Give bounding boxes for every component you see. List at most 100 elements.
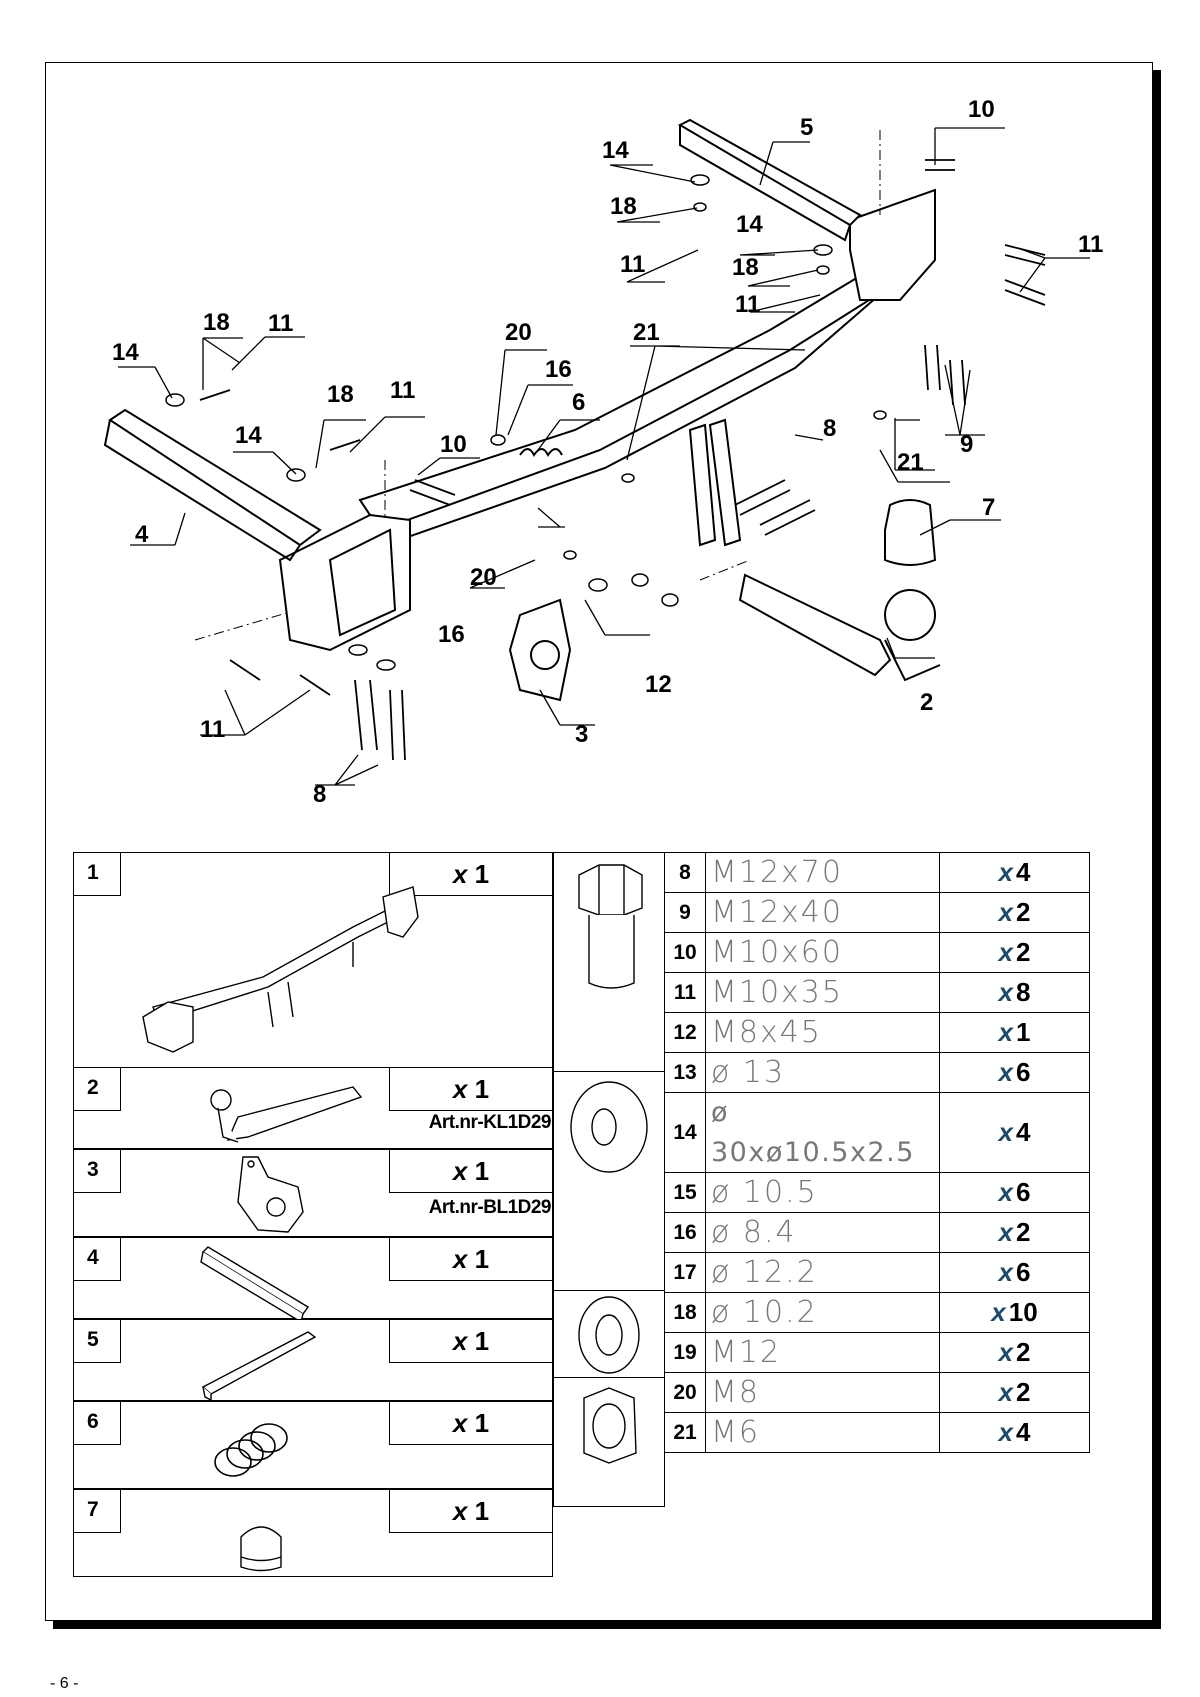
ball-neck-icon bbox=[210, 1086, 363, 1143]
part-number: 1 bbox=[73, 852, 121, 896]
callout-21: 21 bbox=[633, 319, 660, 346]
specification-text: M6 bbox=[711, 1415, 760, 1450]
side-bar-right-icon bbox=[201, 1331, 317, 1402]
part-number: 2 bbox=[73, 1067, 121, 1111]
callout-18: 18 bbox=[203, 309, 230, 336]
specification: M10x60 bbox=[705, 932, 940, 973]
callout-18: 18 bbox=[610, 193, 637, 220]
part-number: 19 bbox=[664, 1332, 706, 1373]
tow-bar-crossbeam-icon bbox=[142, 886, 419, 1053]
specification-text: M10x60 bbox=[711, 935, 843, 970]
callout-10: 10 bbox=[440, 431, 467, 458]
page-number: - 6 - bbox=[50, 1675, 79, 1692]
callout-11: 11 bbox=[735, 291, 760, 318]
part-number: 12 bbox=[664, 1012, 706, 1053]
part-number: 17 bbox=[664, 1252, 706, 1293]
callout-20: 20 bbox=[470, 564, 497, 591]
specification: M8 bbox=[705, 1372, 940, 1413]
callout-18: 18 bbox=[327, 381, 354, 408]
callout-5: 5 bbox=[800, 114, 813, 141]
socket-bracket-icon bbox=[237, 1156, 304, 1233]
table-row bbox=[73, 1401, 553, 1489]
callout-16: 16 bbox=[438, 621, 465, 648]
callout-11: 11 bbox=[200, 716, 225, 743]
part-number: 4 bbox=[73, 1237, 121, 1281]
specification: ø 30xø10.5x2.510 (DIN 9021) bbox=[705, 1092, 940, 1173]
specification: ø 10.2 bbox=[705, 1292, 940, 1333]
specification: ø 12.2 bbox=[705, 1252, 940, 1293]
callout-4: 4 bbox=[135, 521, 149, 548]
callout-14: 14 bbox=[736, 211, 763, 238]
part-number: 15 bbox=[664, 1172, 706, 1213]
spring-washer-icon bbox=[578, 1296, 640, 1374]
part-number: 18 bbox=[664, 1292, 706, 1333]
quantity: x 1 bbox=[389, 1489, 553, 1533]
callout-14: 14 bbox=[235, 422, 262, 449]
specification-text: ø 10.2 bbox=[711, 1295, 818, 1330]
part-number: 10 bbox=[664, 932, 706, 973]
article-number: Art.nr-BL1D29 bbox=[428, 1197, 552, 1218]
specification: ø 8.4 bbox=[705, 1212, 940, 1253]
ball-cap-icon bbox=[240, 1526, 282, 1572]
quantity: x 1 bbox=[389, 1149, 553, 1193]
part-number: 21 bbox=[664, 1412, 706, 1453]
callout-12: 12 bbox=[645, 671, 672, 698]
callout-21: 21 bbox=[897, 449, 924, 476]
callout-20: 20 bbox=[505, 319, 532, 346]
bolt-icon-cell bbox=[553, 852, 665, 1072]
specification-line: ø 30xø10.5x2.5 bbox=[711, 1097, 915, 1168]
part-number: 20 bbox=[664, 1372, 706, 1413]
specification: ø 10.5 bbox=[705, 1172, 940, 1213]
part-number: 8 bbox=[664, 852, 706, 893]
specification: M12x70 bbox=[705, 852, 940, 893]
part-number: 13 bbox=[664, 1052, 706, 1093]
callout-10: 10 bbox=[968, 96, 995, 123]
specification-text: M12x40 bbox=[711, 895, 843, 930]
exploded-assembly-diagram: 10 5 14 18 14 18 11 11 11 18 11 14 20 16… bbox=[103, 96, 1103, 808]
specification-text: ø 10.5 bbox=[711, 1175, 818, 1210]
specification-text: M12 bbox=[711, 1335, 782, 1370]
specification: M8x45 bbox=[705, 1012, 940, 1053]
part-number: 11 bbox=[664, 972, 706, 1013]
specification: M10x35 bbox=[705, 972, 940, 1013]
callout-18: 18 bbox=[732, 254, 759, 281]
nut-icon-cell bbox=[553, 1377, 665, 1507]
specification-text: ø 12.2 bbox=[711, 1255, 818, 1290]
part-number: 6 bbox=[73, 1401, 121, 1445]
callout-16: 16 bbox=[545, 356, 572, 383]
specification-text: M8x45 bbox=[711, 1015, 822, 1050]
callout-11: 11 bbox=[268, 310, 293, 337]
callout-11: 11 bbox=[390, 377, 415, 404]
part-number: 16 bbox=[664, 1212, 706, 1253]
spring-washer-icon-cell bbox=[553, 1290, 665, 1378]
callout-3: 3 bbox=[575, 721, 588, 748]
part-number: 3 bbox=[73, 1149, 121, 1193]
quantity: x 1 bbox=[389, 1319, 553, 1363]
callout-14: 14 bbox=[602, 137, 629, 164]
specification: ø 13 bbox=[705, 1052, 940, 1093]
specification-text: M8 bbox=[711, 1375, 760, 1410]
hex-bolt-icon bbox=[578, 864, 643, 989]
callout-7: 7 bbox=[982, 494, 995, 521]
quantity: x 1 bbox=[389, 1237, 553, 1281]
article-number: Art.nr-KL1D29 bbox=[428, 1112, 552, 1133]
quantity: x 1 bbox=[389, 852, 553, 896]
callout-14: 14 bbox=[112, 339, 139, 366]
hex-nut-icon bbox=[583, 1387, 637, 1464]
spring-icon bbox=[214, 1423, 288, 1477]
callout-11: 11 bbox=[620, 251, 645, 278]
callout-8: 8 bbox=[823, 415, 836, 442]
part-number: 9 bbox=[664, 892, 706, 933]
part-number: 7 bbox=[73, 1489, 121, 1533]
